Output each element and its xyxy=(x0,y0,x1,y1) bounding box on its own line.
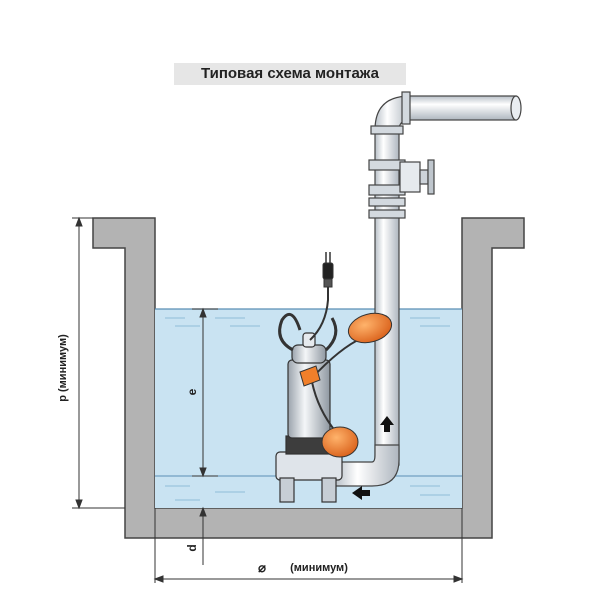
dimension-lines xyxy=(72,216,464,583)
flow-arrows xyxy=(352,416,394,500)
label-e: e xyxy=(185,388,199,395)
label-diameter-symbol: ⌀ xyxy=(258,560,266,575)
cable-clamp xyxy=(299,365,321,387)
power-cable xyxy=(309,252,334,341)
discharge-pipe xyxy=(334,91,522,487)
label-p: p (минимум) xyxy=(57,334,69,402)
label-width: (минимум) xyxy=(290,562,348,574)
diagram-title: Типовая схема монтажа xyxy=(174,63,406,85)
label-d: d xyxy=(185,544,199,551)
float-switch-lower xyxy=(311,381,359,458)
